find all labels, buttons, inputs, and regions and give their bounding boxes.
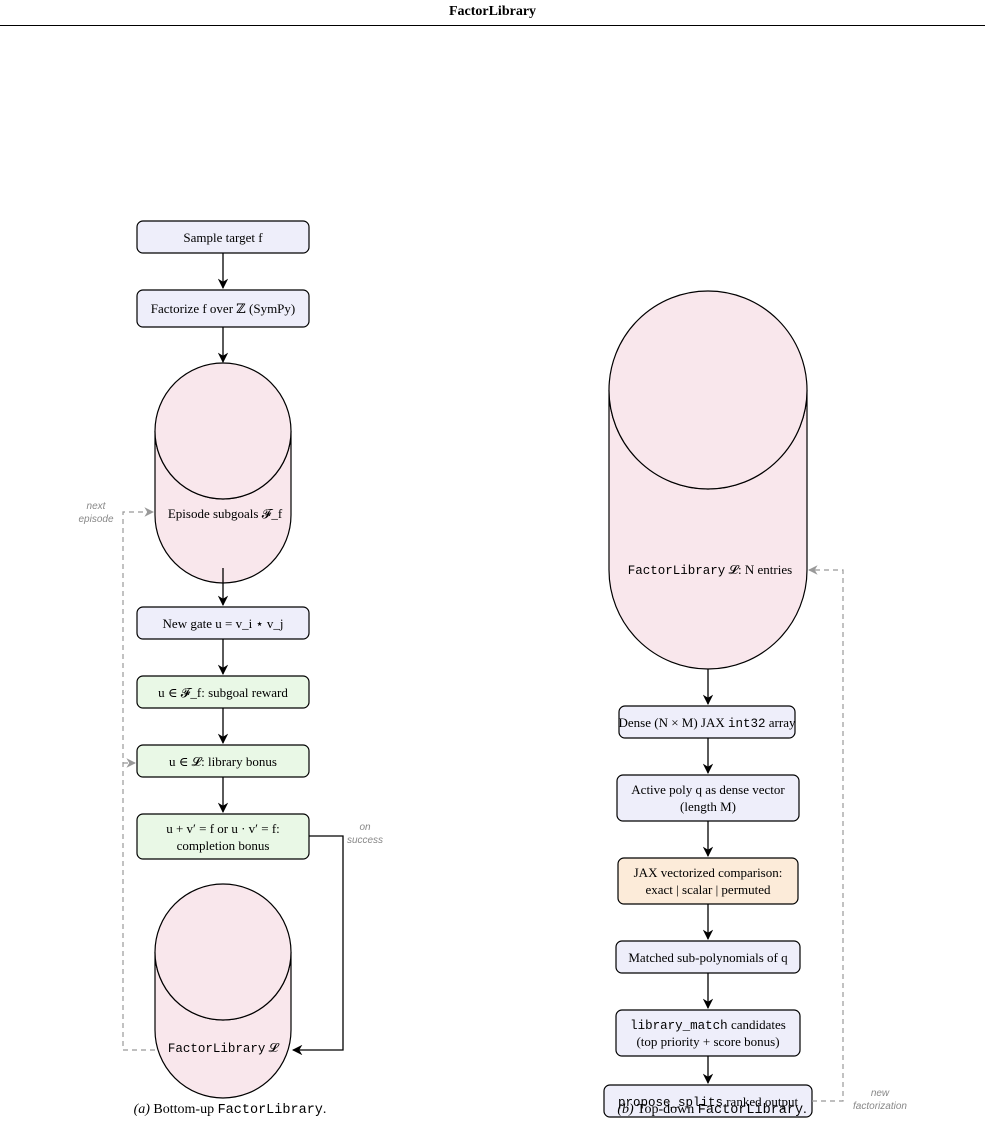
next-episode-line2: episode — [78, 514, 113, 525]
right-library-mono: FactorLibrary — [628, 564, 726, 578]
matched-label: Matched sub-polynomials of q — [628, 950, 788, 965]
new-factorization-line1: new — [871, 1088, 890, 1099]
right-library-cylinder-top — [608, 290, 808, 490]
subgoal-reward-label: u ∈ 𝓕_f: subgoal reward — [158, 685, 288, 700]
dense-array-mono: int32 — [728, 717, 766, 731]
subgoals-label: Episode subgoals 𝓕_f — [168, 506, 283, 521]
page-header: FactorLibrary — [0, 0, 985, 30]
caption-b-prefix: (b) — [617, 1102, 634, 1117]
arrow-next-episode-to-subgoals — [122, 507, 155, 1051]
library-match-line2: (top priority + score bonus) — [636, 1034, 779, 1049]
library-match-line1: library_match candidates — [630, 1017, 786, 1033]
caption-a-prefix: (a) — [134, 1102, 151, 1117]
right-library-rest: 𝓛: N entries — [725, 562, 792, 577]
arrow-new-factorization — [808, 565, 844, 1102]
caption-b-text: Top-down — [634, 1102, 698, 1117]
arrow-on-success — [291, 835, 344, 1056]
library-match-rest: candidates — [728, 1017, 786, 1032]
caption-b-suffix: . — [803, 1102, 807, 1117]
right-flowchart: FactorLibrary 𝓛: N entries Dense (N × M)… — [603, 290, 907, 1118]
sample-target-label: Sample target f — [183, 230, 263, 245]
subgoals-cylinder-top — [154, 362, 292, 500]
caption-a-text: Bottom-up — [150, 1102, 218, 1117]
header-rule — [0, 25, 985, 26]
caption-b-mono: FactorLibrary — [698, 1103, 803, 1118]
dense-array-box — [618, 705, 796, 739]
library-label: FactorLibrary 𝓛 — [168, 1040, 280, 1056]
active-poly-line1: Active poly q as dense vector — [631, 782, 785, 797]
page-title: FactorLibrary — [448, 4, 537, 19]
propose-splits-mono: propose_splits — [618, 1096, 723, 1110]
jax-compare-line2: exact | scalar | permuted — [645, 882, 771, 897]
caption-a-suffix: . — [323, 1102, 327, 1117]
completion-line1: u + v′ = f or u · v′ = f: — [166, 821, 280, 836]
right-library-label: FactorLibrary 𝓛: N entries — [628, 562, 792, 578]
completion-line2: completion bonus — [177, 838, 270, 853]
on-success-line2: success — [347, 835, 383, 846]
library-label-symbol: 𝓛 — [269, 1040, 280, 1055]
library-label-mono: FactorLibrary — [168, 1042, 266, 1056]
dense-array-pre: Dense (N × M) JAX — [619, 715, 729, 730]
caption-b: (b) Top-down FactorLibrary. — [617, 1102, 806, 1118]
new-gate-label: New gate u = v_i ⋆ v_j — [163, 616, 284, 631]
library-match-mono: library_match — [630, 1019, 728, 1033]
left-flowchart: Sample target f Factorize f over ℤ (SymP… — [78, 220, 383, 1118]
propose-splits-label: propose_splits ranked output — [618, 1094, 799, 1110]
caption-a: (a) Bottom-up FactorLibrary. — [134, 1102, 327, 1118]
new-factorization-line2: factorization — [853, 1101, 907, 1112]
on-success-line1: on — [359, 822, 371, 833]
propose-splits-rest: ranked output — [723, 1094, 798, 1109]
caption-a-mono: FactorLibrary — [218, 1103, 323, 1118]
library-bonus-label: u ∈ 𝓛: library bonus — [169, 754, 277, 769]
active-poly-line2: (length M) — [680, 799, 736, 814]
next-episode-line1: next — [87, 501, 107, 512]
jax-compare-line1: JAX vectorized comparison: — [634, 865, 783, 880]
library-cylinder-top — [154, 883, 292, 1021]
factorize-label: Factorize f over ℤ (SymPy) — [151, 301, 296, 316]
dense-array-label: Dense (N × M) JAX int32 array — [619, 715, 796, 731]
dense-array-post: array — [766, 715, 796, 730]
